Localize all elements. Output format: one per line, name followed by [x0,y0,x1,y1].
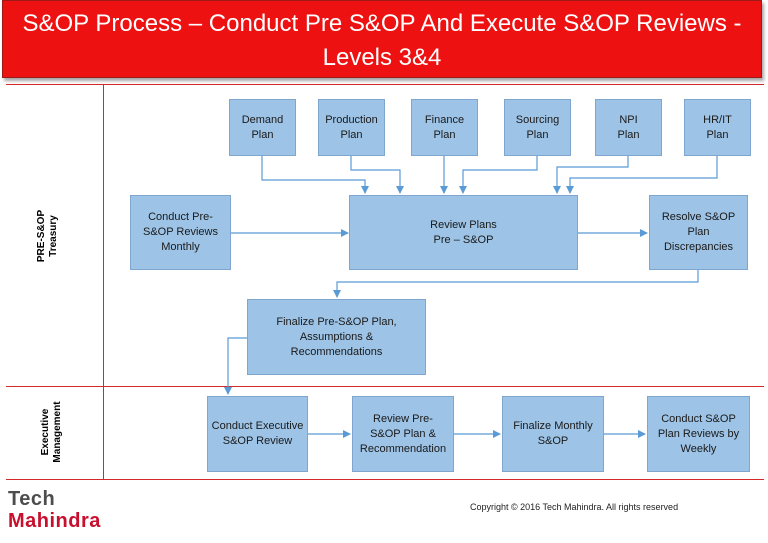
npi-plan-line-1: NPI [619,113,638,126]
resolve-line-2: Plan [687,226,710,238]
conduct-sop-line-3: Weekly [680,442,717,455]
lane-top-border [6,84,764,85]
connector-hrit-to-review [566,156,718,194]
logo-line-2: Mahindra [8,510,101,532]
demand-plan-line-1: Demand [241,113,284,126]
production-plan-line-1: Production [325,113,378,126]
connector-resolve-to-finalize [333,270,699,298]
resolve-line-1: Resolve S&OP [661,211,736,223]
finalize-pre-line-3: Recommendations [290,345,383,358]
copyright-text: Copyright © 2016 Tech Mahindra. All righ… [470,502,679,512]
lane-divider [6,386,764,387]
npi-plan-line-2: Plan [617,128,640,141]
review-plans-line-1: Review Plans [430,218,497,231]
resolve-discrepancies-box: Resolve S&OP Plan Discrepancies [649,195,748,270]
review-plans-box: Review Plans Pre – S&OP [349,195,578,270]
finance-plan-line-1: Finance [424,113,465,126]
logo-line-1: Tech [8,488,56,510]
finalize-monthly-sop-box: Finalize Monthly S&OP [502,396,604,472]
review-pre-line-3: Recommendation [359,442,447,455]
lane-label-divider [103,84,104,479]
conduct-executive-review-box: Conduct Executive S&OP Review [207,396,308,472]
review-pre-line-2: S&OP Plan & [370,427,436,440]
connector-production-to-review [350,156,404,194]
demand-plan-line-2: Plan [251,128,274,141]
conduct-pre-line-3: Monthly [161,241,200,253]
review-pre-sop-plan-box: Review Pre- S&OP Plan & Recommendation [352,396,454,472]
conduct-exec-line-2: S&OP Review [222,435,293,447]
title-line-1: S&OP Process – Conduct Pre S&OP And Exec… [22,10,742,37]
finalize-pre-line-2: Assumptions & [299,330,374,343]
review-plans-line-2: Pre – S&OP [433,233,494,246]
connector-demand-to-review [261,156,369,194]
finalize-monthly-line-1: Finalize Monthly [513,420,593,432]
connector-sourcing-to-review [459,156,538,194]
conduct-sop-line-2: Plan Reviews by [657,427,740,440]
production-plan-line-2: Plan [340,128,363,141]
conduct-sop-weekly-box: Conduct S&OP Plan Reviews by Weekly [647,396,750,472]
conduct-sop-line-1: Conduct S&OP [661,412,736,425]
sourcing-plan-line-2: Plan [526,128,549,141]
review-pre-line-1: Review Pre- [373,412,433,425]
connector-npi-to-review [553,156,629,194]
connector-finalize-to-exec [224,337,247,395]
finalize-monthly-line-2: S&OP [537,435,569,447]
title-line-2: Levels 3&4 [322,44,442,71]
conduct-exec-line-1: Conduct Executive [211,420,304,432]
resolve-line-3: Discrepancies [663,241,734,253]
hrit-plan-line-1: HR/IT [703,113,732,126]
tech-mahindra-logo: Tech Mahindra [8,488,101,532]
conduct-pre-line-2: S&OP Reviews [143,226,218,238]
finalize-pre-line-1: Finalize Pre-S&OP Plan, [276,315,397,328]
conduct-pre-sop-box: Conduct Pre- S&OP Reviews Monthly [130,195,231,270]
title-banner: S&OP Process – Conduct Pre S&OP And Exec… [2,0,762,78]
lane-bottom-border [6,479,764,480]
hrit-plan-box: HR/IT Plan [684,99,751,156]
conduct-pre-line-1: Conduct Pre- [148,211,213,223]
sourcing-plan-line-1: Sourcing [515,113,560,126]
finance-plan-line-2: Plan [433,128,456,141]
finalize-pre-sop-box: Finalize Pre-S&OP Plan, Assumptions & Re… [247,299,426,375]
hrit-plan-line-2: Plan [706,128,729,141]
npi-plan-box: NPI Plan [595,99,662,156]
